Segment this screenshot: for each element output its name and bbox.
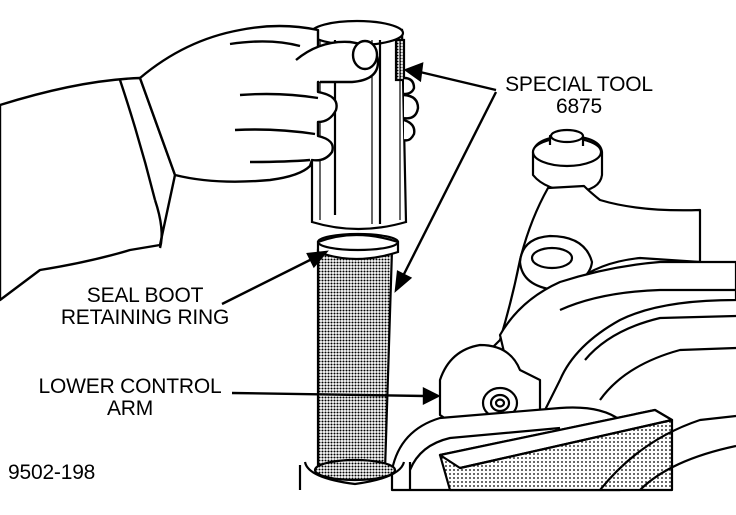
seal-boot-leader xyxy=(221,256,315,306)
lower-control-arm xyxy=(390,128,736,492)
special-tool-label-line2: 6875 xyxy=(556,95,602,118)
seal-boot xyxy=(298,248,412,490)
lower-control-arm-arrowhead xyxy=(422,387,441,405)
seal-boot-label-line2: RETAINING RING xyxy=(60,306,230,329)
hand-illustration xyxy=(0,24,420,302)
seal-boot-arrowhead xyxy=(306,250,329,269)
lower-control-arm-label: LOWER CONTROL ARM xyxy=(30,376,230,420)
seal-boot-label-line1: SEAL BOOT xyxy=(86,284,204,307)
special-tool-arrowhead-lower xyxy=(394,270,413,293)
special-tool-arrowhead-upper xyxy=(403,62,424,83)
seal-boot-label: SEAL BOOT RETAINING RING xyxy=(60,285,230,329)
special-tool-label-line1: SPECIAL TOOL xyxy=(505,73,653,96)
lower-control-arm-leader xyxy=(231,391,426,398)
special-tool-leader-lower xyxy=(400,91,498,279)
retaining-ring xyxy=(316,232,400,261)
special-tool-leader-upper xyxy=(419,70,497,92)
lower-control-arm-label-line2: ARM xyxy=(106,397,154,420)
figure-number: 9502-198 xyxy=(8,461,96,484)
lower-control-arm-label-line1: LOWER CONTROL xyxy=(38,375,222,398)
special-tool-label: SPECIAL TOOL 6875 xyxy=(494,74,664,118)
leader-lines xyxy=(221,62,498,405)
